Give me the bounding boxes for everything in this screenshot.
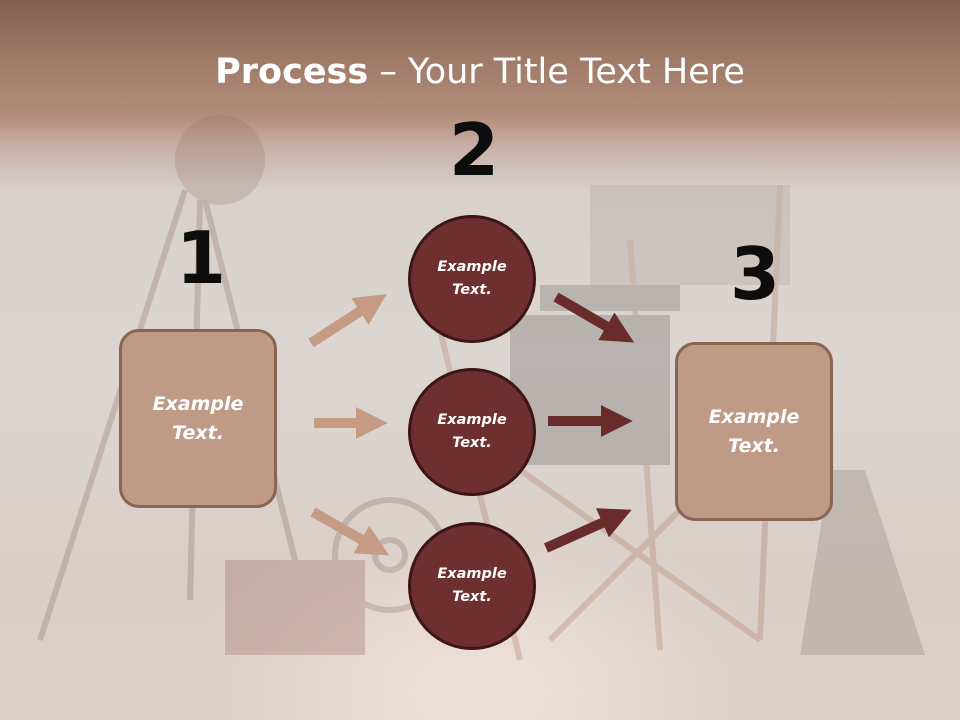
circle-bottom-text: Example Text. [437, 566, 507, 605]
arrow-left-down [310, 507, 390, 556]
title-rest: – Your Title Text Here [368, 52, 745, 92]
circle-top-text: Example Text. [437, 259, 507, 298]
arrow-right-up [543, 508, 632, 553]
circle-top: Example Text. [408, 215, 536, 343]
circle-bottom: Example Text. [408, 522, 536, 650]
circle-middle-text: Example Text. [437, 412, 507, 451]
step-3-text: Example Text. [708, 405, 800, 457]
step-number-2: 2 [449, 108, 500, 192]
circle-middle: Example Text. [408, 368, 536, 496]
megaphone-icon [800, 470, 925, 655]
step-number-3: 3 [730, 232, 781, 316]
step-1-box: Example Text. [119, 329, 277, 508]
arrow-right-down [553, 292, 635, 343]
step-3-box: Example Text. [675, 342, 833, 521]
slide-title: Process – Your Title Text Here [0, 52, 960, 92]
title-bold: Process [215, 52, 369, 92]
arrow-left-up [308, 294, 387, 348]
step-1-text: Example Text. [152, 392, 244, 444]
step-number-1: 1 [176, 216, 227, 300]
